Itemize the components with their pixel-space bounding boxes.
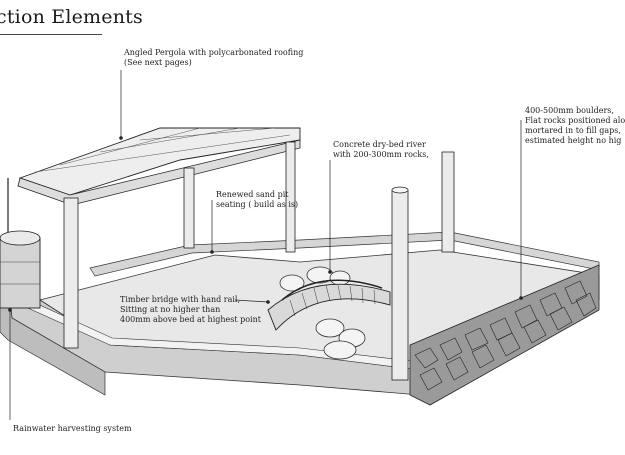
river-rocks	[279, 266, 366, 360]
title-underline	[0, 34, 102, 35]
back-post	[441, 151, 455, 253]
annotation-pergola: Angled Pergola with polycarbonated roofi…	[124, 48, 304, 67]
timber-bridge	[267, 279, 391, 331]
landscape-illustration	[0, 70, 600, 420]
pergola-post-back	[183, 167, 195, 249]
pergola-beam	[17, 139, 301, 206]
boulder-wall	[409, 264, 600, 406]
annotation-bridge: Timber bridge with hand rail, Sitting at…	[120, 295, 261, 324]
pergola-post-front	[63, 197, 79, 349]
pergola	[17, 127, 301, 349]
river-post	[391, 189, 409, 381]
drawing-canvas: ction Elements Angled Pergola with polyc…	[0, 6, 625, 433]
annotation-sandpit: Renewed sand pit seating ( build as is)	[216, 190, 299, 209]
annotation-boulders: 400-500mm boulders, Flat rocks positione…	[525, 106, 625, 145]
annotation-river: Concrete dry-bed river with 200-300mm ro…	[333, 140, 429, 159]
page-title: ction Elements	[0, 6, 143, 28]
rainwater-tank	[0, 178, 41, 309]
annotation-rainwater: Rainwater harvesting system	[13, 424, 132, 433]
pergola-post-right	[285, 141, 296, 253]
